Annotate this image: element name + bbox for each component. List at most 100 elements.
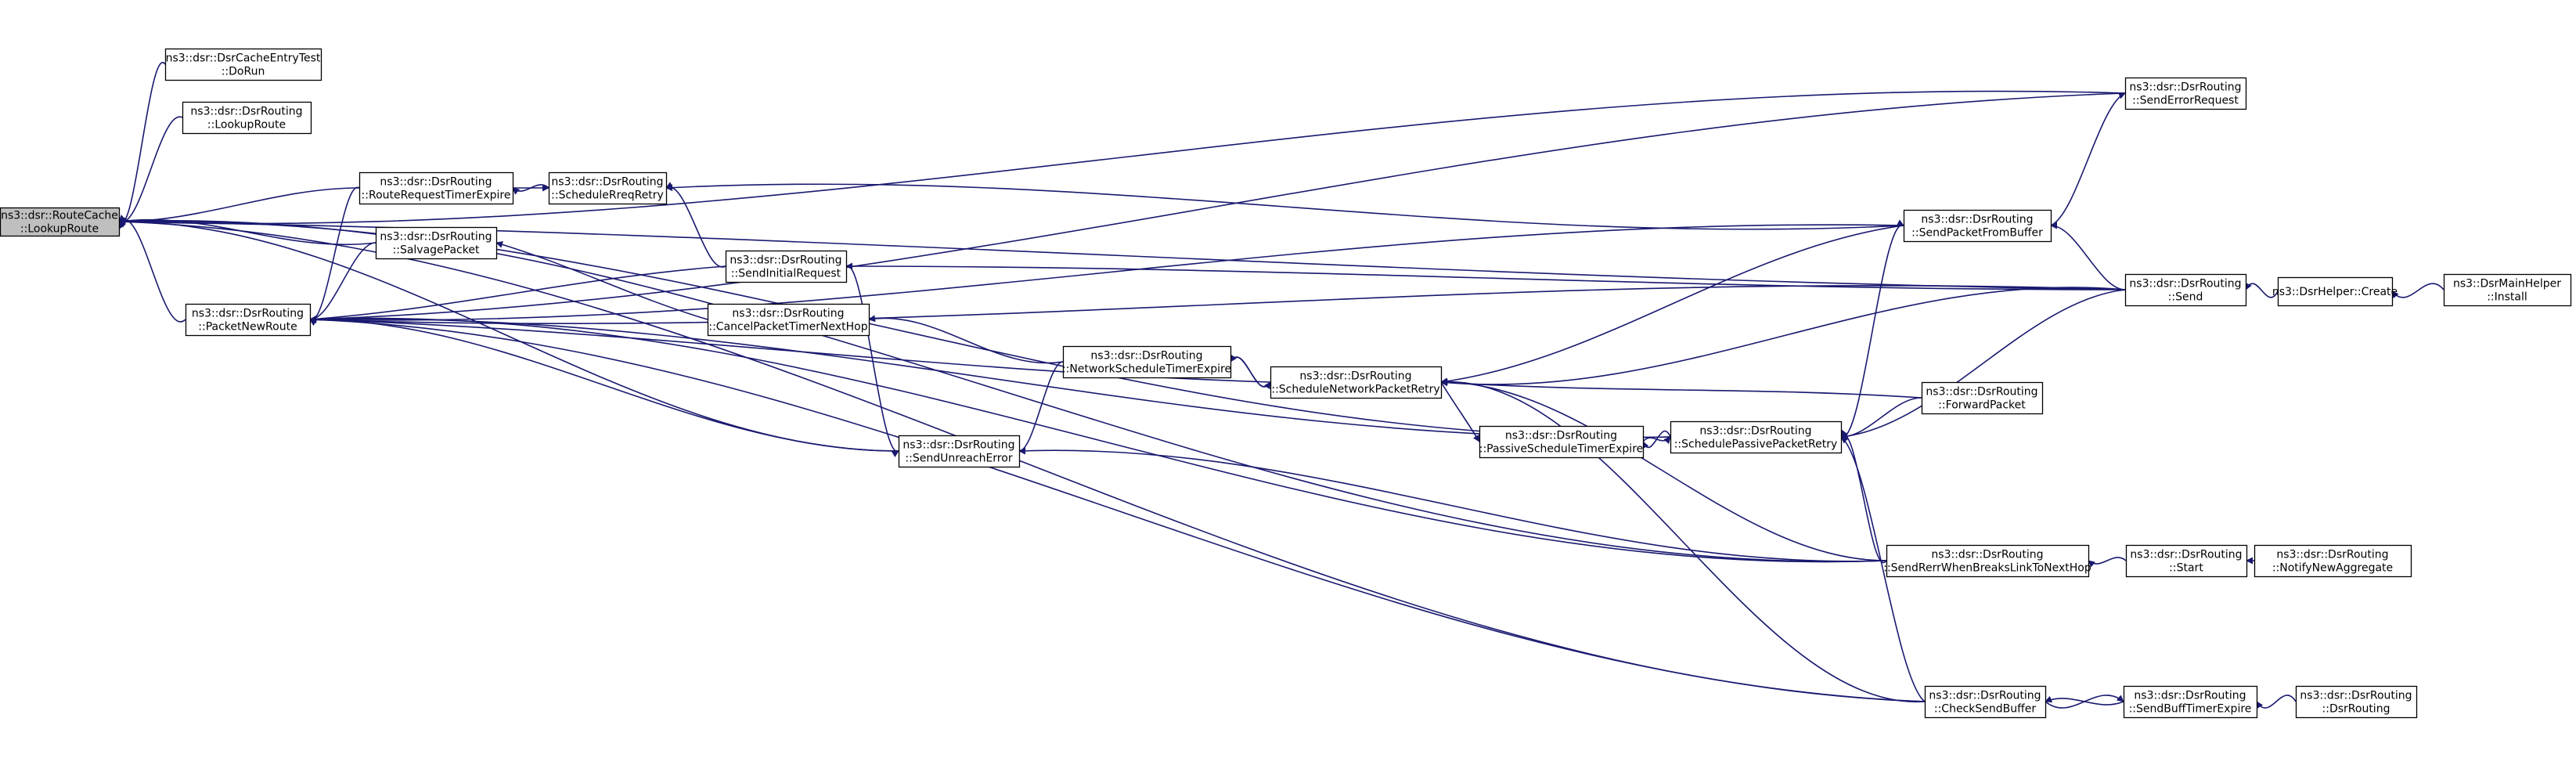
node-box [2443,273,2572,307]
node-label: ns3::dsr::DsrRouting [2129,81,2241,94]
node-label: ns3::dsr::DsrRouting [2300,690,2412,702]
node-ns3-dsr-dsrrouting-networkscheduletimerexpire[interactable]: ns3::dsr::DsrRouting::NetworkScheduleTim… [1062,345,1232,379]
call-edge [665,183,1904,230]
call-edge [2045,695,2124,709]
call-edge [2088,557,2127,568]
node-ns3-dsr-dsrrouting-sendunreacherror[interactable]: ns3::dsr::DsrRouting::SendUnreachError [898,435,1021,468]
node-box [725,250,848,283]
node-label: ::SchedulePassivePacketRetry [1674,438,1838,451]
call-edge [1440,287,2126,387]
call-edge [868,315,1064,364]
node-label: ::SendBuffTimerExpire [2129,703,2252,716]
node-label: ::PacketNewRoute [198,321,297,334]
node-ns3-dsrmainhelper-install[interactable]: ns3::DsrMainHelper::Install [2443,273,2572,307]
node-ns3-dsr-dsrrouting-schedulenetworkpacketretry[interactable]: ns3::dsr::DsrRouting::ScheduleNetworkPac… [1270,366,1443,399]
node-ns3-dsr-routecache-lookuproute[interactable]: ns3::dsr::RouteCache::LookupRoute [0,207,121,237]
call-edge [1018,361,1064,455]
node-ns3-dsr-dsrrouting-sendpacketfrombuffer[interactable]: ns3::dsr::DsrRouting::SendPacketFromBuff… [1903,209,2052,243]
node-label: ns3::dsr::DsrRouting [192,308,304,320]
node-ns3-dsr-dsrrouting-forwardpacket[interactable]: ns3::dsr::DsrRouting::ForwardPacket [1921,381,2044,415]
call-edge [118,218,1926,702]
call-edge [2050,92,2126,226]
call-edge [309,224,1904,323]
edge-layer [118,62,2444,709]
node-label: ::SendErrorRequest [2132,95,2239,107]
node-box [548,171,668,205]
call-edge [665,182,726,268]
node-box [1479,425,1645,459]
node-label: ::SendPacketFromBuffer [1911,227,2043,240]
node-label: ns3::dsr::DsrRouting [732,308,844,320]
node-label: ns3::dsr::DsrRouting [380,176,492,189]
node-label: ns3::dsr::DsrRouting [2129,278,2241,290]
node-box [2125,544,2248,578]
call-edge [2245,282,2279,298]
call-edge [309,92,2126,323]
node-label: ns3::DsrHelper::Create [2272,286,2398,298]
node-box [358,171,514,205]
node-ns3-dsr-dsrrouting-sendrerrwhenbreakslinktonexthop[interactable]: ns3::dsr::DsrRouting::SendRerrWhenBreaks… [1883,544,2091,578]
call-edge [309,265,726,323]
node-ns3-dsr-dsrrouting-routerequesttimerexpire[interactable]: ns3::dsr::DsrRouting::RouteRequestTimerE… [358,171,514,205]
call-edge [1840,289,2126,440]
node-label: ::SendRerrWhenBreaksLinkToNextHop [1883,562,2091,575]
node-layer: ns3::dsr::RouteCache::LookupRoutens3::ds… [0,48,2572,719]
call-edge [1840,219,1904,438]
call-edge [2050,222,2126,290]
node-box [1924,685,2047,719]
call-edge [1440,379,1922,399]
node-ns3-dsr-dsrrouting-senderrorrequest[interactable]: ns3::dsr::DsrRouting::SendErrorRequest [2124,77,2247,110]
node-box [2295,685,2418,719]
node-box [707,303,870,337]
node-label: ns3::dsr::DsrRouting [1921,214,2033,226]
node-label: ns3::dsr::DsrRouting [2276,549,2388,561]
node-ns3-dsr-dsrrouting-send[interactable]: ns3::dsr::DsrRouting::Send [2124,273,2247,307]
node-label: ::NetworkScheduleTimerExpire [1062,363,1231,376]
call-edge [118,90,2126,226]
node-box [1921,381,2044,415]
call-edge [845,262,2126,290]
node-ns3-dsr-dsrrouting-checksendbuffer[interactable]: ns3::dsr::DsrRouting::CheckSendBuffer [1924,685,2047,719]
call-edge [118,218,1887,562]
node-box [2124,77,2247,110]
node-ns3-dsr-dsrrouting-dsrrouting[interactable]: ns3::dsr::DsrRouting::DsrRouting [2295,685,2418,719]
call-edge [1440,378,1926,702]
call-edge [309,316,1926,702]
call-edge [2256,695,2297,709]
node-label: ::Start [2169,562,2203,575]
call-edge [118,116,183,228]
node-label: ::SalvagePacket [393,244,480,257]
call-edge [1642,436,1671,445]
node-ns3-dsr-dsrrouting-packetnewroute[interactable]: ns3::dsr::DsrRouting::PacketNewRoute [185,303,312,337]
node-ns3-dsr-dsrrouting-salvagepacket[interactable]: ns3::dsr::DsrRouting::SalvagePacket [375,226,498,260]
node-label: ::DoRun [222,66,265,78]
node-label: ::RouteRequestTimerExpire [362,189,511,202]
call-edge [309,316,1671,438]
node-box [1062,345,1232,379]
node-label: ::Install [2487,291,2527,304]
node-ns3-dsr-dsrrouting-sendbufftimerexpire[interactable]: ns3::dsr::DsrRouting::SendBuffTimerExpir… [2123,685,2258,719]
node-label: ::SendUnreachError [905,453,1012,465]
call-edge [2391,283,2444,299]
node-ns3-dsr-dsrrouting-schedulerreqretry[interactable]: ns3::dsr::DsrRouting::ScheduleRreqRetry [548,171,668,205]
node-ns3-dsr-dsrrouting-cancelpackettimernexthop[interactable]: ns3::dsr::DsrRouting::CancelPacketTimerN… [707,303,870,337]
node-box [182,101,312,135]
call-edge [845,265,899,457]
node-ns3-dsr-dsrrouting-schedulepassivepacketretry[interactable]: ns3::dsr::DsrRouting::SchedulePassivePac… [1670,420,1843,454]
node-box [185,303,312,337]
node-ns3-dsr-dsrrouting-notifynewaggregate[interactable]: ns3::dsr::DsrRouting::NotifyNewAggregate [2254,544,2412,578]
node-label: ::DsrRouting [2322,703,2390,716]
node-label: ns3::dsr::DsrCacheEntryTest [166,52,321,65]
node-ns3-dsr-dsrrouting-sendinitialrequest[interactable]: ns3::dsr::DsrRouting::SendInitialRequest [725,250,848,283]
call-edge [1440,378,1887,561]
node-ns3-dsr-dsrrouting-start[interactable]: ns3::dsr::DsrRouting::Start [2125,544,2248,578]
node-ns3-dsr-dsrcacheentrytest-dorun[interactable]: ns3::dsr::DsrCacheEntryTest::DoRun [164,48,322,81]
node-label: ns3::dsr::DsrRouting [1926,386,2037,399]
node-box [2277,276,2394,307]
node-ns3-dsr-dsrrouting-lookuproute[interactable]: ns3::dsr::DsrRouting::LookupRoute [182,101,312,135]
node-label: ns3::dsr::DsrRouting [1299,370,1411,383]
node-ns3-dsrhelper-create[interactable]: ns3::DsrHelper::Create [2272,276,2398,307]
node-box [2254,544,2412,578]
node-ns3-dsr-dsrrouting-passivescheduletimerexpire[interactable]: ns3::dsr::DsrRouting::PassiveScheduleTim… [1479,425,1645,459]
